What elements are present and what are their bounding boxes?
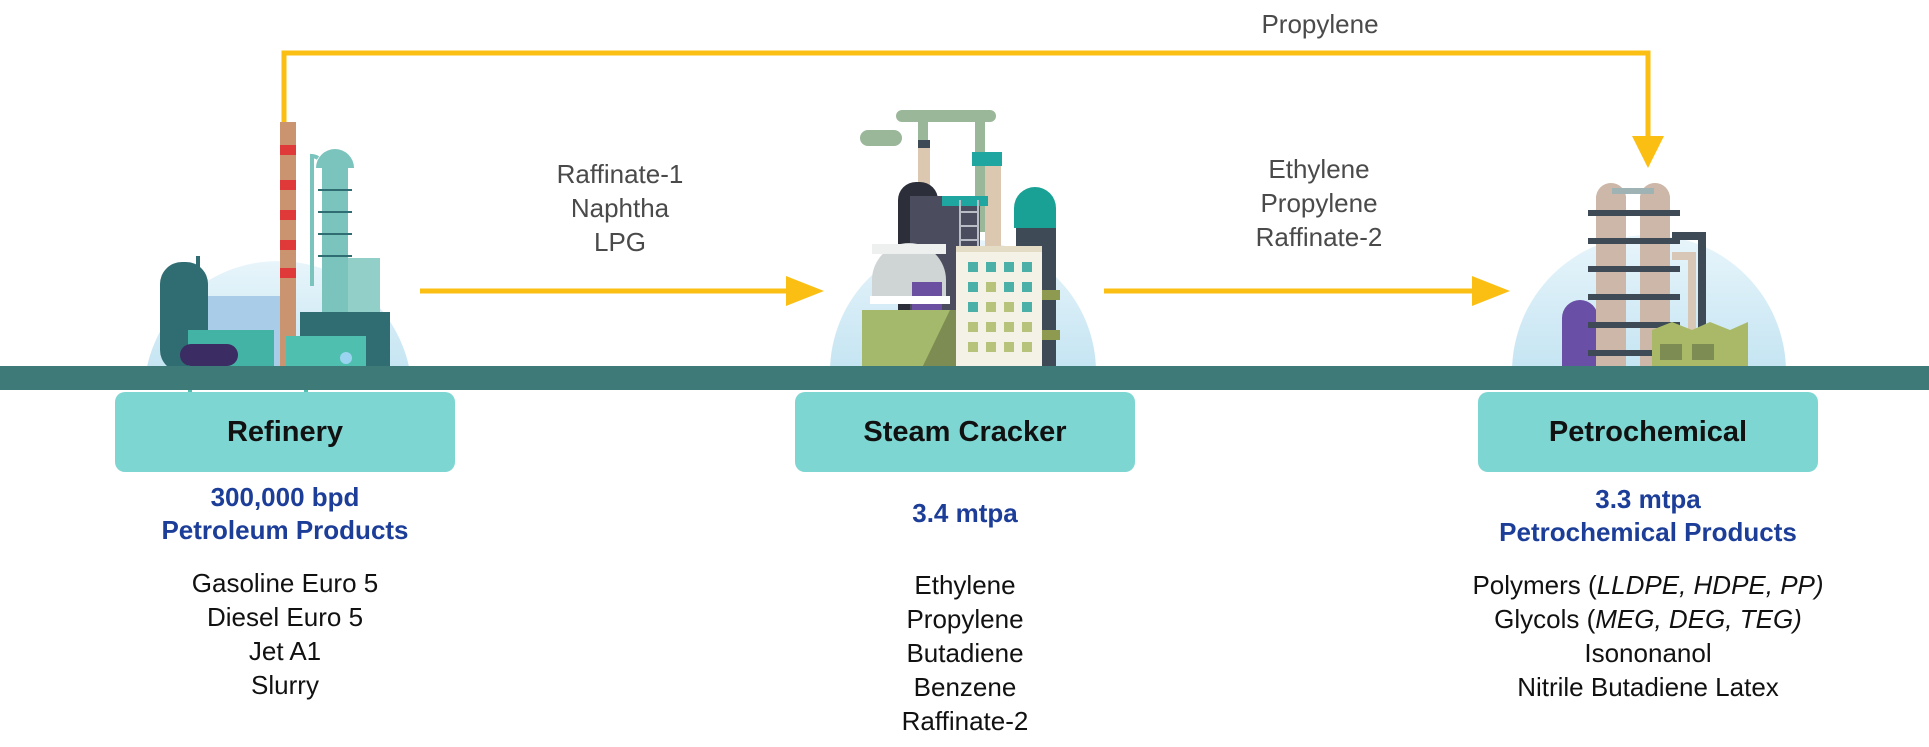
propylene-bypass-arrow (281, 50, 1664, 168)
product-grades: MEG, DEG, TEG) (1595, 604, 1802, 634)
steam-cracker-capacity: 3.4 mtpa (795, 497, 1135, 530)
cracker-output-flow-label: Ethylene Propylene Raffinate-2 (1219, 152, 1419, 254)
refinery-feed-flow-label: Raffinate-1 Naphtha LPG (520, 157, 720, 259)
product-item: Gasoline Euro 5 (191, 568, 379, 598)
capacity-value: 300,000 bpd (210, 482, 360, 512)
stage-steam-cracker-title: Steam Cracker (863, 415, 1067, 448)
flow-label-line: LPG (593, 227, 647, 257)
steam-cracker-illustration (830, 110, 1096, 372)
capacity-description: Petroleum Products (161, 515, 409, 545)
refinery-product-list: Gasoline Euro 5 Diesel Euro 5 Jet A1 Slu… (115, 566, 455, 702)
capacity-value: 3.3 mtpa (1595, 484, 1701, 514)
product-item: Nitrile Butadiene Latex (1517, 672, 1779, 702)
product-name: Glycols ( (1494, 604, 1596, 634)
product-item: Glycols (MEG, DEG, TEG) (1418, 602, 1878, 636)
petrochemical-capacity: 3.3 mtpa Petrochemical Products (1478, 483, 1818, 549)
product-item: Ethylene (914, 570, 1016, 600)
refinery-illustration (146, 122, 410, 402)
petrochemical-product-list: Polymers (LLDPE, HDPE, PP) Glycols (MEG,… (1418, 568, 1878, 704)
capacity-value: 3.4 mtpa (912, 498, 1018, 528)
steam-cracker-product-list: Ethylene Propylene Butadiene Benzene Raf… (795, 568, 1135, 738)
petrochemical-plant-illustration (1512, 183, 1786, 372)
product-item: Propylene (906, 604, 1024, 634)
ground-band (0, 366, 1929, 390)
product-item: Raffinate-2 (901, 706, 1029, 736)
propylene-flow-label: Propylene (1220, 7, 1420, 41)
product-item: Diesel Euro 5 (206, 602, 364, 632)
flow-label-line: Ethylene (1268, 154, 1370, 184)
product-item: Jet A1 (248, 636, 322, 666)
flow-label-line: Raffinate-2 (1255, 222, 1383, 252)
refinery-to-cracker-arrow (420, 276, 824, 306)
flow-label-line: Propylene (1260, 188, 1378, 218)
stage-refinery-box: Refinery (115, 392, 455, 472)
stage-petrochemical-title: Petrochemical (1548, 415, 1748, 448)
cracker-to-petrochem-arrow (1104, 276, 1510, 306)
stage-refinery-title: Refinery (226, 415, 344, 448)
capacity-description: Petrochemical Products (1499, 517, 1797, 547)
flow-label-line: Raffinate-1 (556, 159, 684, 189)
product-item: Slurry (251, 670, 319, 700)
stage-petrochemical-box: Petrochemical (1478, 392, 1818, 472)
flow-label-line: Naphtha (570, 193, 670, 223)
product-item: Isononanol (1584, 638, 1712, 668)
stage-steam-cracker-box: Steam Cracker (795, 392, 1135, 472)
product-grades: LLDPE, HDPE, PP) (1596, 570, 1824, 600)
flow-label-line: Propylene (1261, 9, 1379, 39)
product-item: Butadiene (906, 638, 1024, 668)
refinery-capacity: 300,000 bpd Petroleum Products (115, 481, 455, 547)
product-item: Polymers (LLDPE, HDPE, PP) (1418, 568, 1878, 602)
product-item: Benzene (913, 672, 1017, 702)
product-name: Polymers ( (1472, 570, 1597, 600)
